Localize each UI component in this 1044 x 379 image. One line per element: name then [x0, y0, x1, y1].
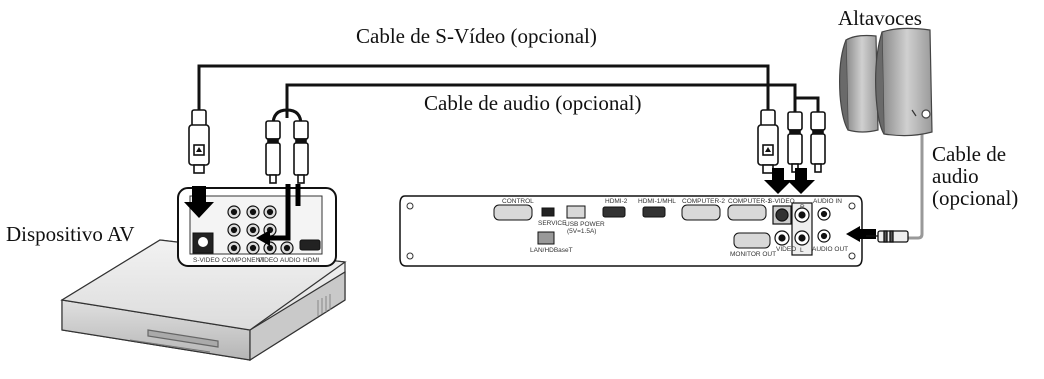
port-computer2-label: COMPUTER-2	[682, 198, 725, 205]
port-audio-out-label: AUDIO OUT	[812, 246, 848, 253]
port-r-label: R	[800, 204, 805, 211]
av-port-video-label: VIDEO	[258, 257, 278, 264]
port-usb-power-sub-label: (5V=1.5A)	[567, 228, 596, 235]
av-port-hdmi-label: HDMI	[303, 257, 320, 264]
arrow-audio-projector	[787, 168, 815, 194]
s-video-cable-line	[197, 64, 770, 110]
port-usb-power-label: USB POWER	[565, 221, 605, 228]
port-computer1-label: COMPUTER-1	[728, 198, 771, 205]
port-control-label: CONTROL	[502, 198, 534, 205]
port-video-label: VIDEO	[776, 246, 796, 253]
speaker-cable-line	[905, 130, 924, 240]
audio-jack-plug	[866, 230, 909, 243]
arrow-svideo-av	[184, 186, 214, 218]
port-lan-label: LAN/HDBaseT	[530, 247, 573, 254]
rca-plugs-left	[265, 120, 309, 184]
arrow-audio-av	[268, 184, 301, 241]
arrow-svideo-projector	[764, 168, 792, 194]
s-video-plug-right	[757, 109, 779, 174]
port-hdmi2-label: HDMI-2	[605, 198, 628, 205]
av-port-audio-label: AUDIO	[280, 257, 301, 264]
port-audio-in-label: AUDIO IN	[813, 198, 842, 205]
arrow-audio-av-head	[256, 230, 270, 246]
port-svideo-label: S-VIDEO	[768, 198, 795, 205]
av-rear-panel: S-VIDEO COMPONENT VIDEO AUDIO HDMI	[177, 187, 337, 267]
port-monitor-out-label: MONITOR OUT	[730, 251, 776, 258]
audio-cable-label: Cable de audio (opcional)	[424, 91, 642, 115]
s-video-plug-left	[188, 109, 210, 174]
arrow-speaker-projector	[846, 226, 876, 242]
port-l-label: L	[800, 247, 804, 254]
projector-panel: CONTROL SERVICE USB POWER (5V=1.5A) HDMI…	[399, 195, 863, 267]
speaker-cable-label: Cable de audio (opcional)	[932, 142, 1019, 211]
av-device-label: Dispositivo AV	[6, 222, 135, 246]
av-port-component-label: COMPONENT	[222, 257, 264, 264]
rca-plugs-right	[787, 111, 826, 173]
av-port-svideo-label: S-VIDEO	[193, 257, 220, 264]
port-service-label: SERVICE	[538, 220, 567, 227]
s-video-cable-label: Cable de S-Vídeo (opcional)	[356, 24, 597, 48]
port-hdmi1-label: HDMI-1/MHL	[638, 198, 676, 205]
speakers-graphic	[839, 27, 933, 137]
speakers-label: Altavoces	[838, 6, 922, 30]
